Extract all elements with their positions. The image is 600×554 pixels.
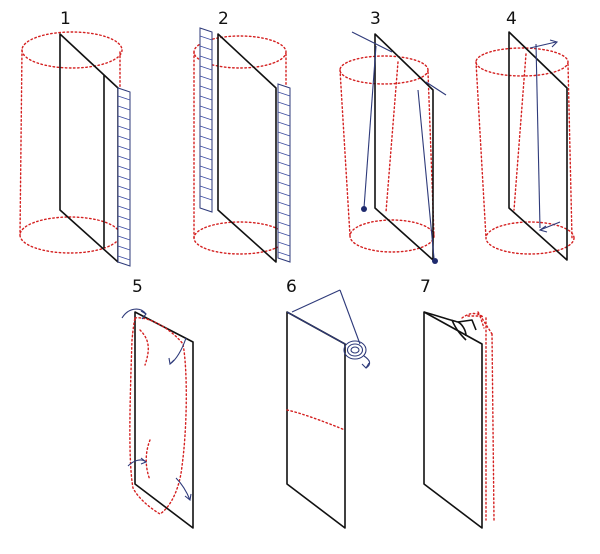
step-number-3: 3 <box>370 9 381 29</box>
step-5: 5 <box>121 277 194 529</box>
step-2: 2 <box>193 9 291 263</box>
step-1: 1 <box>19 9 131 267</box>
step-1-sheet <box>59 33 119 263</box>
step-1-glue-strip <box>117 87 131 267</box>
step-5-lower-crease <box>145 439 151 481</box>
step-number-5: 5 <box>132 277 143 297</box>
step-number-2: 2 <box>218 9 229 29</box>
step-5-tuck-arrows <box>121 308 192 502</box>
step-number-6: 6 <box>286 277 297 297</box>
step-number-1: 1 <box>60 9 71 29</box>
step-2-sheet <box>217 33 277 263</box>
step-6-roll <box>286 289 371 369</box>
step-4-cone-guide <box>475 47 575 255</box>
step-6-sheet <box>286 311 346 529</box>
step-3-cone-guide <box>339 55 435 253</box>
step-7-folded-corner <box>423 311 485 341</box>
step-6: 6 <box>286 277 371 529</box>
step-5-sheet <box>134 311 194 529</box>
step-5-crease-outline <box>129 317 187 515</box>
step-2-right-glue-strip <box>277 83 291 263</box>
step-4-sheet <box>508 31 568 261</box>
step-7-sheet <box>423 311 483 529</box>
step-3: 3 <box>339 9 447 264</box>
step-6-fold-line <box>286 409 346 431</box>
step-7-dotted-outline <box>461 311 495 521</box>
step-7: 7 <box>420 277 495 529</box>
step-4-fold-guides <box>529 39 561 233</box>
step-number-4: 4 <box>506 9 517 29</box>
step-number-7: 7 <box>420 277 431 297</box>
step-5-inner-crease <box>139 329 149 366</box>
step-4: 4 <box>475 9 575 261</box>
step-3-fold-guides <box>351 31 447 264</box>
step-2-left-glue-strip <box>199 27 213 213</box>
